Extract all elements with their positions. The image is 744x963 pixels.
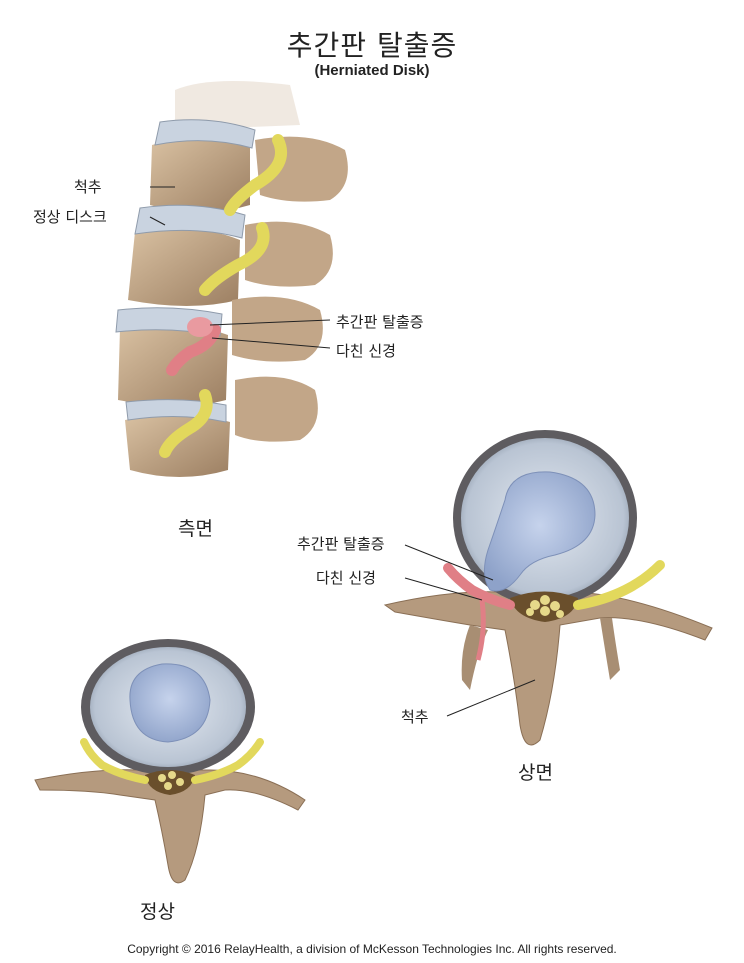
normal-nucleus: [129, 663, 211, 743]
vertebra-1: [150, 138, 250, 213]
label-normal-disk: 정상 디스크: [33, 208, 107, 226]
label-spine-top: 척추: [401, 708, 429, 726]
label-injured-nerve-top: 다친 신경: [316, 569, 376, 587]
page-title: 추간판 탈출증: [286, 29, 458, 62]
side-view-spine: [115, 81, 348, 477]
process-4: [235, 376, 318, 442]
herniation-bulge: [187, 317, 213, 337]
caption-top-view: 상면: [518, 762, 553, 784]
nerve-3: [159, 389, 213, 458]
top-view-vertebra: [383, 430, 713, 746]
caption-side-view: 측면: [178, 518, 213, 540]
nerve-2: [199, 222, 270, 296]
disk-1: [154, 119, 256, 149]
process-3: [232, 296, 323, 362]
top-view-injured-nerve: [443, 563, 515, 610]
copyright-notice: Copyright © 2016 RelayHealth, a division…: [127, 942, 617, 956]
label-herniation-top: 추간판 탈출증: [297, 535, 385, 553]
nerve-1: [224, 134, 288, 216]
injured-nerve: [166, 324, 221, 376]
label-injured-nerve-side: 다친 신경: [336, 342, 396, 360]
label-herniation-side: 추간판 탈출증: [336, 313, 424, 331]
vertebra-4: [125, 414, 230, 477]
disk-normal: [134, 204, 246, 239]
top-view-herniated-nucleus: [484, 471, 596, 592]
label-spine-side: 척추: [74, 178, 102, 196]
normal-view-vertebra: [34, 639, 306, 884]
page-subtitle: (Herniated Disk): [314, 62, 430, 79]
caption-normal-view: 정상: [140, 901, 175, 923]
